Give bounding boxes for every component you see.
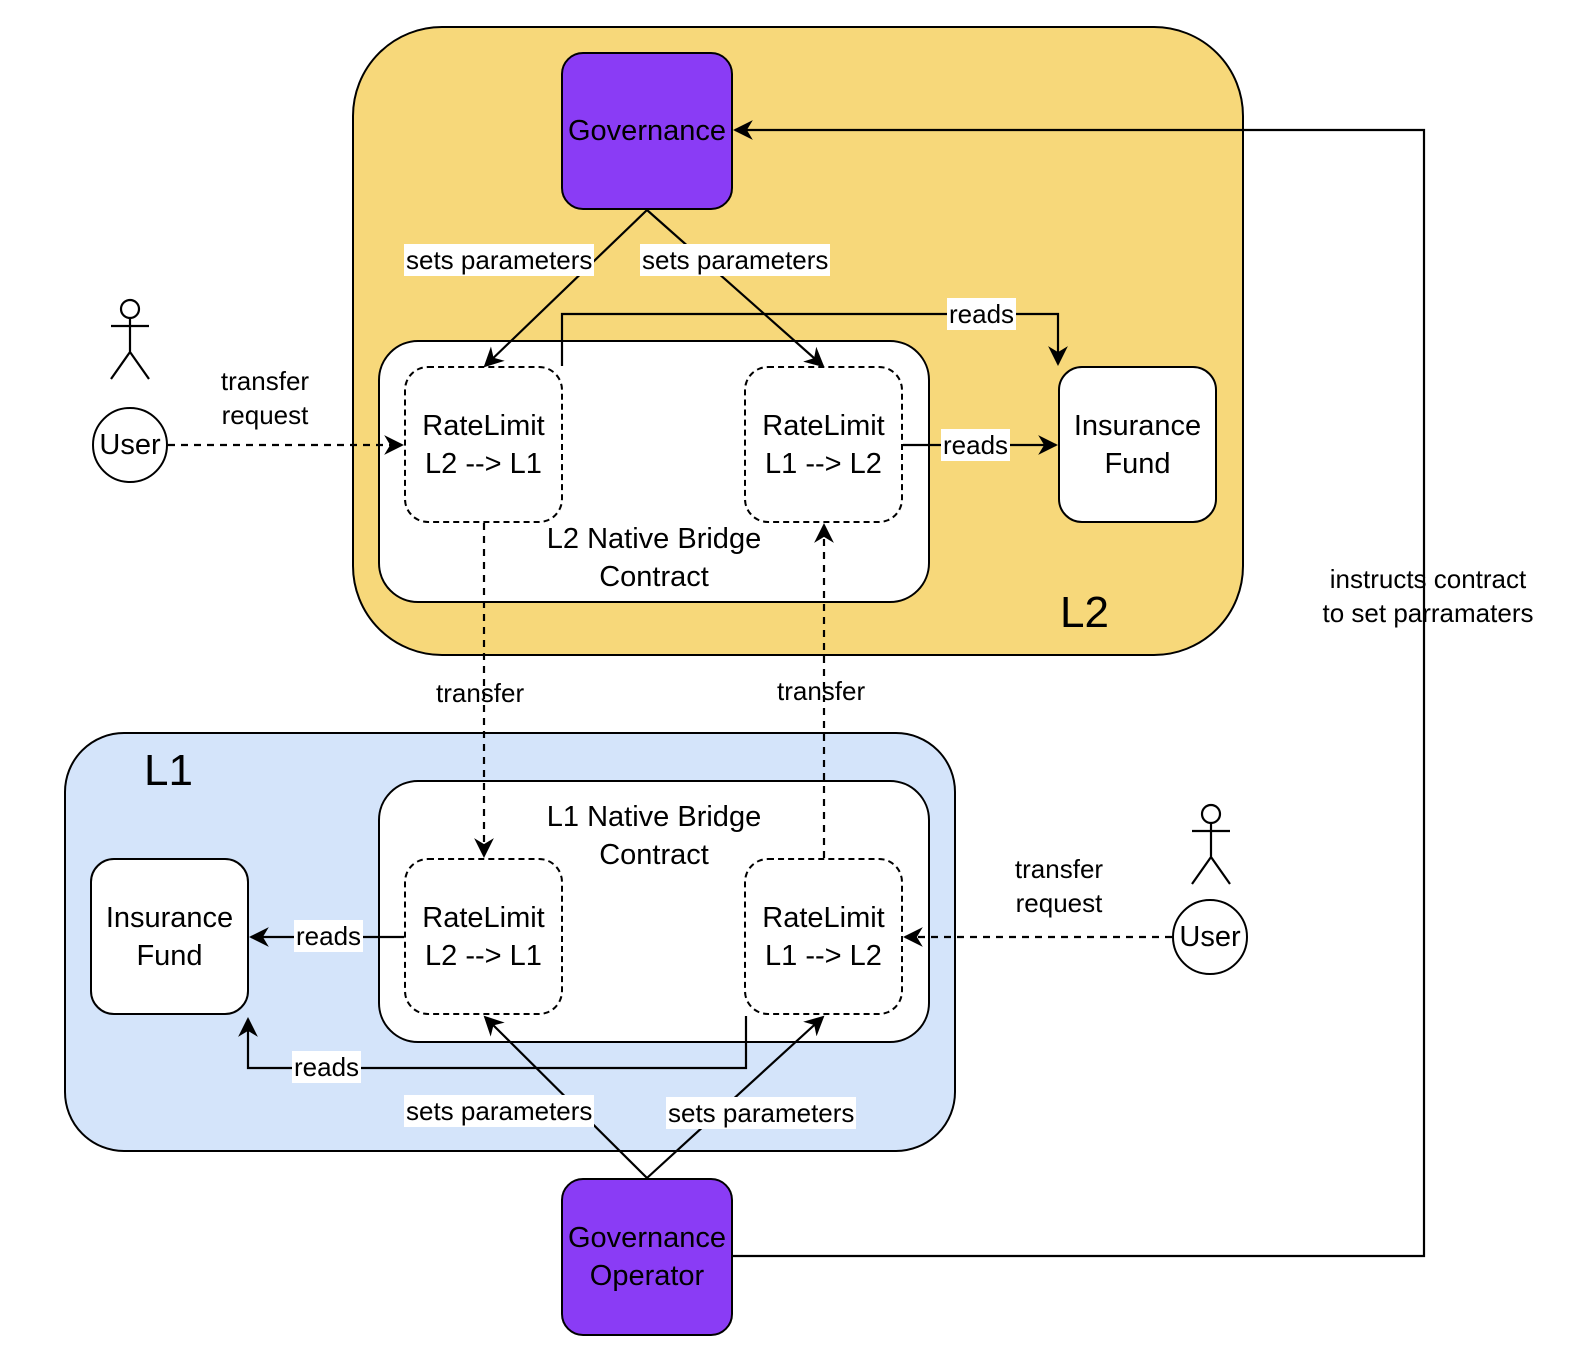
l2-insurance-fund[interactable]: Insurance Fund [1058,366,1217,523]
l1-user-figure-icon [1191,803,1231,885]
l2-transfer-request-label: transfer request [220,366,310,430]
l1-ratelimit-l2-to-l1[interactable]: RateLimit L2 --> L1 [404,858,563,1015]
l2-reads-middle-label: reads [941,429,1011,461]
l1-native-bridge-contract[interactable]: L1 Native Bridge Contract [378,780,930,1043]
l1-user[interactable]: User [1172,899,1248,975]
l2-ratelimit-l1-to-l2[interactable]: RateLimit L1 --> L2 [744,366,903,523]
instructs-arrow [733,120,1426,1258]
l2-sets-parameters-left-arrow [483,209,648,368]
l1-reads-bottom-arrow [238,1016,748,1070]
l1-insurance-fund[interactable]: Insurance Fund [90,858,249,1015]
l1-region-label: L1 [144,746,193,795]
governance-operator-box[interactable]: Governance Operator [561,1178,733,1336]
l2-sets-parameters-right-arrow [646,209,825,368]
l2-contract-title: L2 Native Bridge Contract [546,523,762,593]
l1-ratelimit-l1-to-l2[interactable]: RateLimit L1 --> L2 [744,858,903,1015]
transfer-down-label: transfer [436,678,525,708]
transfer-up-label: transfer [777,676,866,706]
l1-transfer-request-label: transfer request [1014,854,1104,918]
l2-sets-parameters-right-label: sets parameters [640,244,831,276]
l2-user-figure-icon [110,298,150,380]
governance-box[interactable]: Governance [561,52,733,210]
instructs-label: instructs contract to set parramaters [1322,564,1534,628]
l1-reads-bottom-label: reads [292,1051,362,1083]
l2-ratelimit-l2-to-l1[interactable]: RateLimit L2 --> L1 [404,366,563,523]
l2-reads-top-label: reads [947,298,1017,330]
l2-region-label: L2 [1060,588,1109,637]
l1-contract-title: L1 Native Bridge Contract [546,801,762,871]
l1-reads-middle-label: reads [294,920,364,952]
l1-sets-parameters-right-label: sets parameters [666,1097,857,1129]
l2-sets-parameters-left-label: sets parameters [404,244,595,276]
l1-sets-parameters-left-label: sets parameters [404,1095,595,1127]
l2-reads-top-arrow [560,312,1068,366]
l2-user[interactable]: User [92,407,168,483]
l2-native-bridge-contract[interactable]: L2 Native Bridge Contract [378,340,930,603]
